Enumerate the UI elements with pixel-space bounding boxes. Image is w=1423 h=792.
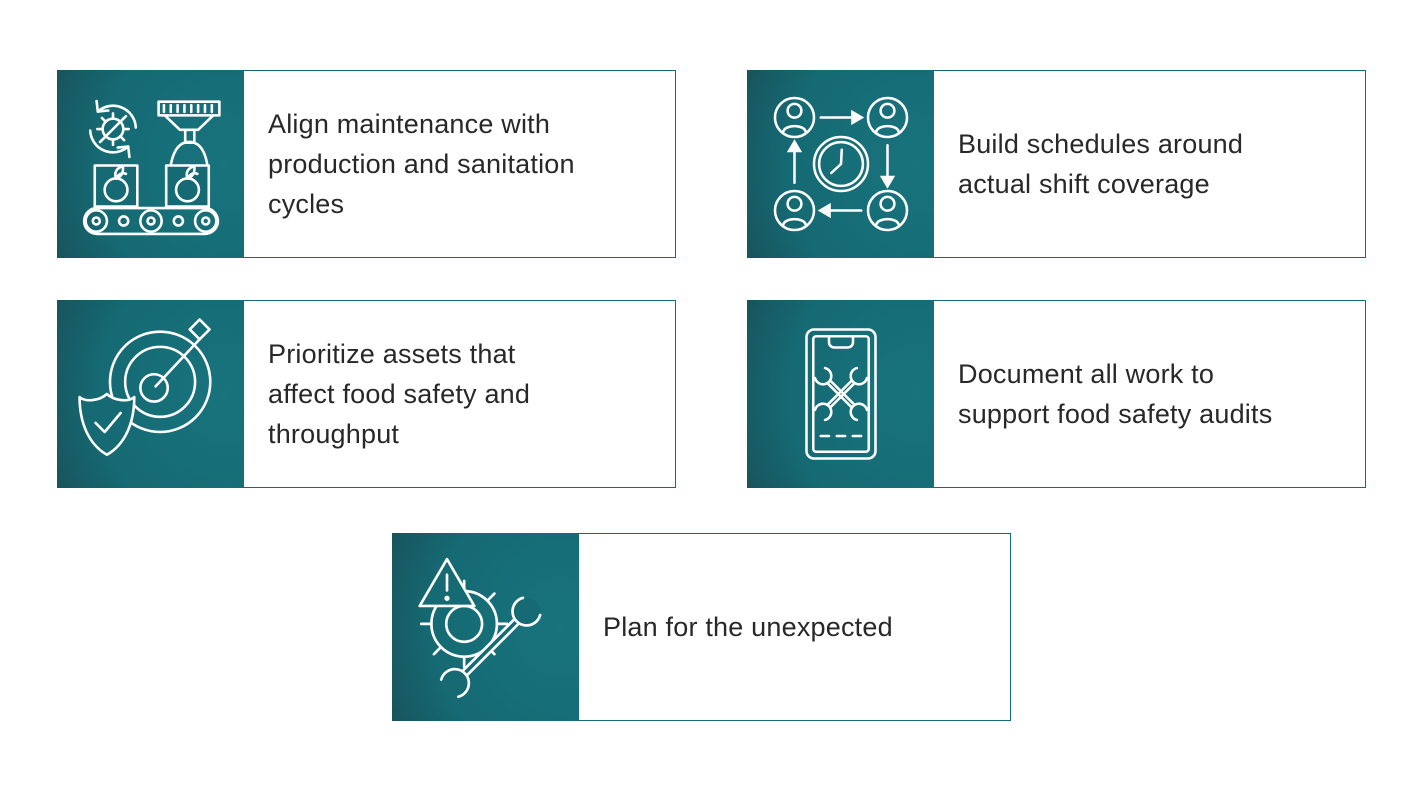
card-text-line: support food safety audits xyxy=(958,399,1273,429)
card-text-line: Document all work to xyxy=(958,359,1215,389)
card-body: Document all work to support food safety… xyxy=(934,300,1366,488)
card-body: Plan for the unexpected xyxy=(579,533,1011,721)
icon-panel xyxy=(747,70,934,258)
card-text-line: throughput xyxy=(268,419,400,449)
card-text-line: production and sanitation xyxy=(268,149,575,179)
gear-wrench-alert-icon xyxy=(417,557,541,699)
card-body: Build schedules around actual shift cove… xyxy=(934,70,1366,258)
icon-panel xyxy=(392,533,579,721)
card-text-line: Align maintenance with xyxy=(268,109,551,139)
card-prioritize-assets: Prioritize assets that affect food safet… xyxy=(57,300,676,488)
card-document-work: Document all work to support food safety… xyxy=(747,300,1366,488)
card-text-line: actual shift coverage xyxy=(958,169,1210,199)
card-body: Align maintenance with production and sa… xyxy=(244,70,676,258)
production-line-icon xyxy=(82,99,221,236)
card-build-schedules: Build schedules around actual shift cove… xyxy=(747,70,1366,258)
target-shield-icon xyxy=(77,318,212,457)
card-text-line: cycles xyxy=(268,189,345,219)
work-order-tablet-icon xyxy=(804,328,877,460)
shift-rotation-clock-icon xyxy=(773,96,908,232)
card-align-maintenance: Align maintenance with production and sa… xyxy=(57,70,676,258)
card-text-line: Plan for the unexpected xyxy=(603,612,893,642)
card-body: Prioritize assets that affect food safet… xyxy=(244,300,676,488)
icon-panel xyxy=(747,300,934,488)
card-text-line: affect food safety and xyxy=(268,379,531,409)
icon-panel xyxy=(57,70,244,258)
card-text-line: Build schedules around xyxy=(958,129,1244,159)
card-plan-unexpected: Plan for the unexpected xyxy=(392,533,1011,721)
icon-panel xyxy=(57,300,244,488)
card-text-line: Prioritize assets that xyxy=(268,339,516,369)
